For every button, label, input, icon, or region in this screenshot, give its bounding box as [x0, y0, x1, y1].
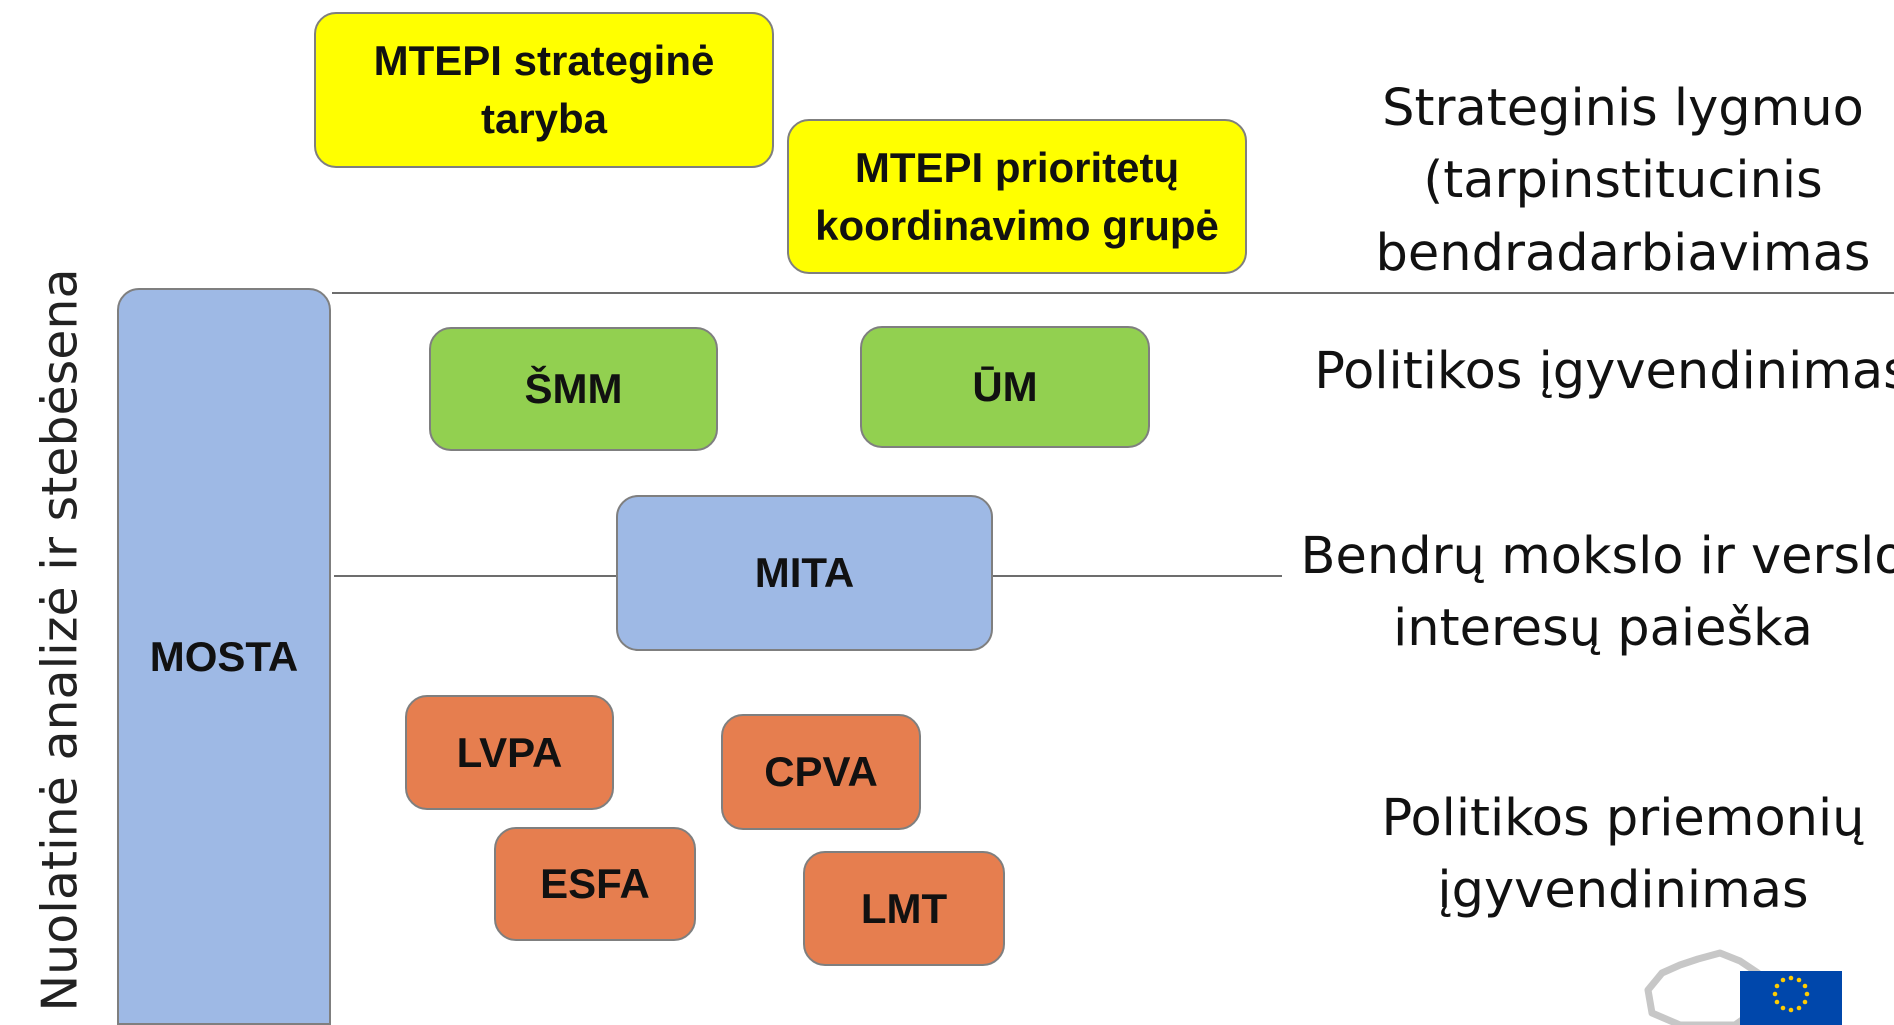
node-label: ŠMM [524, 365, 623, 413]
node-lmt: LMT [803, 851, 1005, 966]
level-strategic-label: Strateginis lygmuo (tarpinstitucinis ben… [1375, 79, 1871, 283]
node-label: MTEPI strateginė taryba [373, 37, 715, 142]
node-label: ESFA [540, 860, 650, 908]
logo-group [1644, 949, 1842, 1025]
node-label: CPVA [764, 748, 878, 796]
strategic-separator-line [332, 292, 1894, 294]
node-label: MTEPI prioritetų koordinavimo grupė [815, 143, 1219, 249]
node-label: LMT [860, 884, 948, 932]
node-mtepi-strategine-taryba: MTEPI strateginė taryba [314, 12, 774, 168]
node-um: ŪM [860, 326, 1150, 448]
node-label: MITA [754, 549, 855, 597]
node-label: LVPA [456, 728, 563, 776]
node-label: ŪM [972, 363, 1038, 411]
node-mita: MITA [616, 495, 993, 651]
lithuania-map-icon [1644, 949, 1764, 1025]
level-policy-label: Politikos įgyvendinimas [1314, 342, 1894, 401]
node-mosta: MOSTA [117, 288, 331, 1025]
eu-flag-icon [1740, 971, 1842, 1025]
node-esfa: ESFA [494, 827, 696, 941]
node-label: MOSTA [149, 632, 299, 680]
side-axis-label: Nuolatinė analizė ir stebėsena [31, 268, 89, 1012]
level-measures-label: Politikos priemonių įgyvendinimas [1381, 789, 1865, 921]
node-cpva: CPVA [721, 714, 921, 830]
level-search-label: Bendrų mokslo ir verslo interesų paieška [1300, 527, 1894, 659]
node-lvpa: LVPA [405, 695, 614, 810]
node-mtepi-prioritetu-grupe: MTEPI prioritetų koordinavimo grupė [787, 119, 1247, 274]
node-smm: ŠMM [429, 327, 718, 451]
